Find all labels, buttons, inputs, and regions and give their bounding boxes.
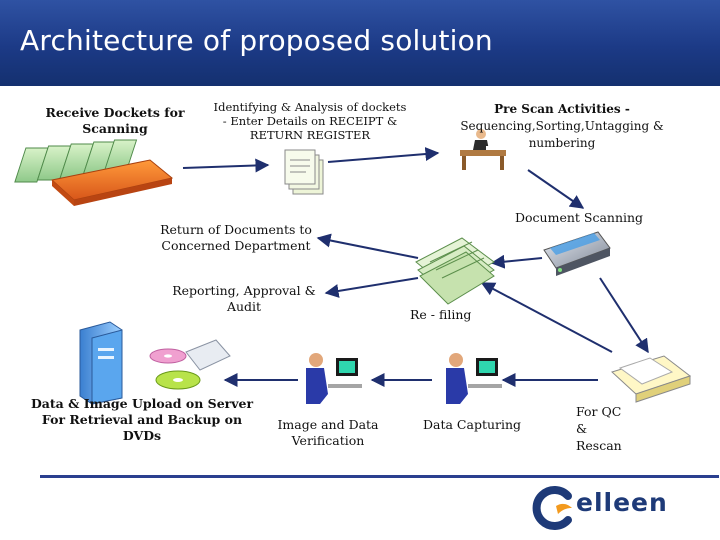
arrow-refiling-to-reporting (324, 277, 419, 298)
step-receive-dockets: Receive Dockets for Scanning (45, 105, 185, 136)
arrow-identify-to-prescan (327, 147, 440, 163)
arrow-refiling-to-return (316, 233, 419, 259)
flow-arrows (182, 147, 649, 387)
arrow-receive-to-identify (182, 158, 270, 173)
logo-wordmark: elleen (576, 488, 668, 517)
step-data-upload: Data & Image Upload on Server For Retrie… (30, 396, 254, 443)
step-qc-rescan: For QC & Rescan (576, 404, 622, 453)
step-document-scanning: Document Scanning (515, 210, 644, 225)
arrow-scanning-to-qc (599, 277, 649, 354)
scanner-icon (543, 231, 611, 276)
operator-capturing-icon (446, 353, 502, 404)
qc-tray-icon (611, 355, 692, 403)
arrow-prescan-to-scanning (527, 169, 585, 209)
step-prescan-activities: Pre Scan Activities - Sequencing,Sorting… (460, 102, 664, 150)
step-refiling: Re - filing (410, 307, 472, 322)
step-data-capturing: Data Capturing (423, 417, 522, 432)
step-reporting-approval: Reporting, Approval & Audit (172, 283, 316, 314)
paper-stack-icon (284, 149, 324, 195)
arrow-scanning-to-refiling (490, 254, 543, 269)
celleen-c-mark-icon (532, 486, 572, 530)
step-return-documents: Return of Documents to Concerned Departm… (160, 222, 312, 253)
step-image-verification: Image and Data Verification (277, 417, 379, 448)
celleen-logo: elleen (528, 484, 688, 532)
docket-tray-icon (14, 139, 174, 206)
operator-verification-icon (306, 353, 362, 404)
person-at-desk-icon (460, 129, 506, 170)
server-tower-icon (79, 321, 123, 405)
dvd-discs-icon (149, 339, 231, 390)
footer-rule (40, 475, 719, 478)
arrow-refiling-to-qc (480, 282, 613, 353)
step-identify-analysis: Identifying & Analysis of dockets - Ente… (213, 100, 407, 142)
slide-header: Architecture of proposed solution (0, 0, 720, 86)
slide-title: Architecture of proposed solution (20, 24, 493, 57)
refiling-stack-icon (415, 237, 495, 305)
